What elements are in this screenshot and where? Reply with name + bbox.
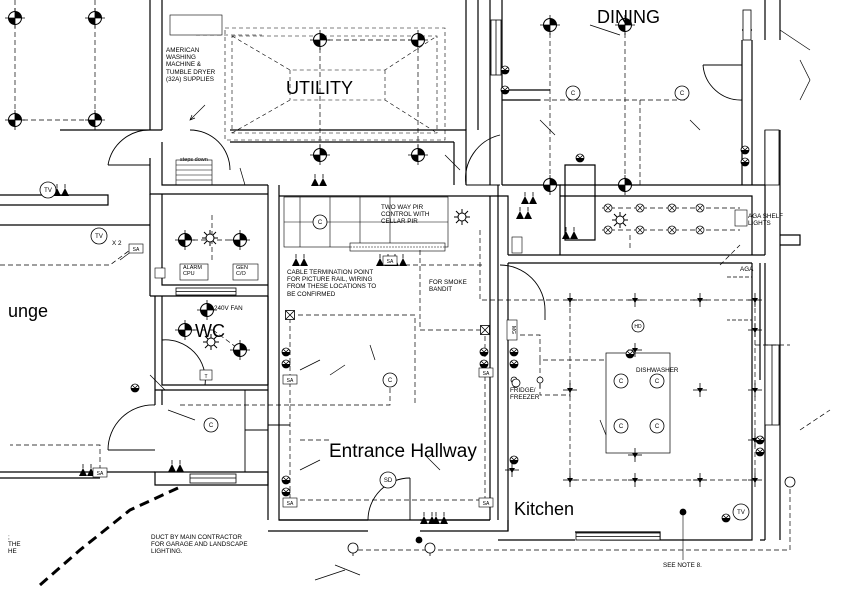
note-duct: DUCT BY MAIN CONTRACTOR FOR GARAGE AND L… xyxy=(151,534,248,556)
ceiling-markers xyxy=(39,85,796,554)
note-smoke-bandit: FOR SMOKE BANDIT xyxy=(429,279,467,294)
tv-label: TV xyxy=(737,510,745,516)
sa-label: SA xyxy=(287,501,294,507)
windows xyxy=(175,9,780,541)
utility-rooflight xyxy=(194,15,446,141)
note-dishwasher: DISHWASHER xyxy=(636,367,679,374)
label-x2: X 2 xyxy=(112,240,122,247)
label-boxes xyxy=(92,14,748,508)
c-label: C xyxy=(209,423,214,429)
room-label-lounge: unge xyxy=(8,301,49,321)
c-label: C xyxy=(655,379,660,385)
note-aga-shelf-lights: AGA SHELF LIGHTS xyxy=(748,213,783,228)
t-label: T xyxy=(204,374,207,380)
kitchen-island xyxy=(605,276,753,454)
c-label: C xyxy=(571,91,576,97)
note-washing-machine: AMERICAN WASHING MACHINE & TUMBLE DRYER … xyxy=(166,47,216,83)
c-label: C xyxy=(318,220,323,226)
c-label: C xyxy=(619,379,624,385)
tv-label: TV xyxy=(44,188,52,194)
sa-label: SA xyxy=(287,378,294,384)
note-fan: 240V FAN xyxy=(214,305,243,312)
wiring-arrows xyxy=(119,24,811,581)
note-see-note-8: SEE NOTE 8. xyxy=(663,562,702,569)
note-the: ; THE HE xyxy=(8,534,21,556)
note-fridge-freezer: FRIDGE/ FREEZER xyxy=(510,387,540,402)
wiring xyxy=(0,0,831,551)
marker-letters: TV TV TV C C C C C C C C C SD HD SA SA S… xyxy=(44,91,745,516)
room-label-wc: WC xyxy=(195,321,225,341)
mg-label: MG xyxy=(510,326,516,334)
sa-label: SA xyxy=(483,371,490,377)
switches xyxy=(349,376,544,557)
c-label: C xyxy=(619,424,624,430)
note-pir-control: TWO WAY PIR CONTROL WITH CELLAR PIR xyxy=(381,204,430,226)
room-label-entrance-hallway: Entrance Hallway xyxy=(329,441,477,462)
site-boundary xyxy=(39,486,179,587)
sa-label: SA xyxy=(97,471,104,477)
label-gen-co: GEN C/O xyxy=(236,265,248,277)
note-cable-termination: CABLE TERMINATION POINT FOR PICTURE RAIL… xyxy=(287,269,377,298)
hd-label: HD xyxy=(634,324,642,330)
room-label-kitchen: Kitchen xyxy=(514,499,575,519)
note-steps-down: steps down xyxy=(180,157,208,163)
room-label-dining: DINING xyxy=(597,7,660,27)
tv-label: TV xyxy=(95,234,103,240)
sd-label: SD xyxy=(384,478,393,484)
c-label: C xyxy=(655,424,660,430)
note-aga: AGA xyxy=(740,266,754,273)
steps xyxy=(175,159,213,186)
hallway-stair xyxy=(283,196,449,252)
label-alarm-cpu: ALARM CPU xyxy=(183,265,202,277)
c-label: C xyxy=(680,91,685,97)
aga-shelf-lights xyxy=(603,203,705,235)
sa-label: SA xyxy=(483,501,490,507)
c-label: C xyxy=(388,378,393,384)
room-label-utility: UTILITY xyxy=(286,78,354,98)
sa-label: SA xyxy=(133,247,140,253)
sa-label: SA xyxy=(387,259,394,265)
